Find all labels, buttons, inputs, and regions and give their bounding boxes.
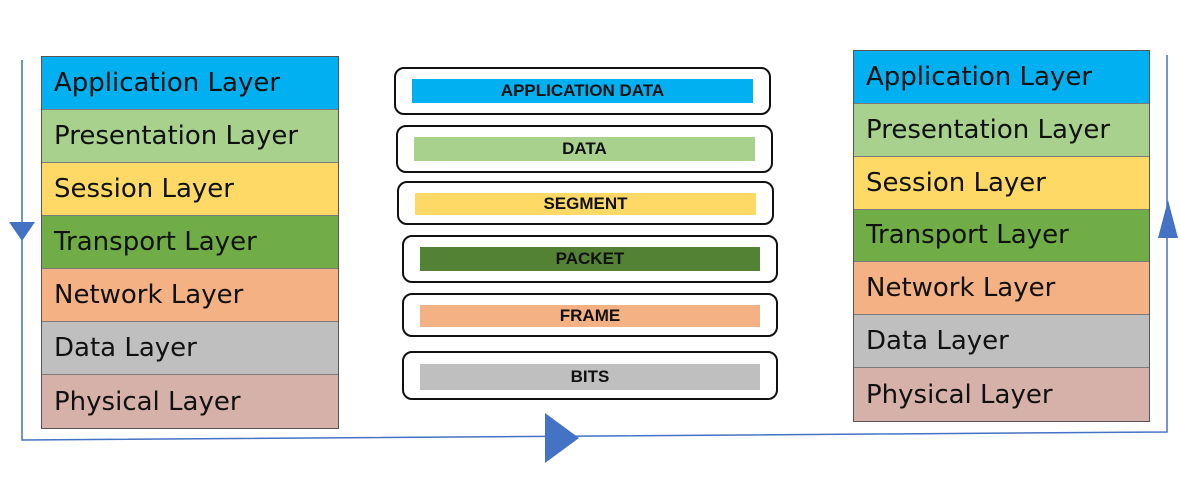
down-arrow-icon [9, 222, 35, 241]
layer-label: Transport Layer [866, 220, 1069, 251]
pdu-label: DATA [562, 139, 607, 158]
sender-layer-application: Application Layer [42, 57, 338, 110]
pdu-bits: BITS [402, 351, 778, 400]
pdu-bar: BITS [420, 364, 760, 390]
layer-label: Session Layer [866, 167, 1046, 198]
sender-layer-data: Data Layer [42, 322, 338, 375]
receiver-layer-data: Data Layer [854, 315, 1149, 369]
layer-label: Physical Layer [866, 379, 1053, 410]
pdu-frame: FRAME [402, 293, 778, 337]
pdu-packet: PACKET [402, 235, 778, 283]
pdu-bar: DATA [414, 137, 755, 161]
pdu-segment: SEGMENT [397, 181, 774, 225]
sender-layer-presentation: Presentation Layer [42, 110, 338, 163]
sender-osi-stack: Application Layer Presentation Layer Ses… [41, 56, 339, 429]
layer-label: Data Layer [54, 333, 197, 363]
receiver-layer-physical: Physical Layer [854, 368, 1149, 421]
flow-line [21, 55, 1168, 441]
pdu-application-data: APPLICATION DATA [394, 67, 771, 115]
receiver-layer-transport: Transport Layer [854, 209, 1149, 263]
layer-label: Physical Layer [54, 386, 241, 417]
receiver-layer-presentation: Presentation Layer [854, 103, 1149, 157]
right-arrow-icon [545, 413, 579, 463]
layer-label: Application Layer [54, 68, 281, 98]
sender-layer-network: Network Layer [42, 269, 338, 322]
layer-label: Transport Layer [54, 227, 257, 257]
layer-label: Network Layer [866, 273, 1056, 304]
pdu-data: DATA [396, 125, 773, 173]
receiver-layer-session: Session Layer [854, 156, 1149, 210]
sender-layer-physical: Physical Layer [42, 375, 338, 428]
layer-label: Application Layer [866, 61, 1093, 92]
pdu-bar: PACKET [420, 247, 760, 271]
receiver-layer-network: Network Layer [854, 262, 1149, 316]
layer-label: Session Layer [54, 174, 234, 204]
pdu-bar: APPLICATION DATA [412, 79, 753, 103]
pdu-label: SEGMENT [543, 194, 628, 213]
pdu-label: APPLICATION DATA [500, 81, 665, 100]
receiver-layer-application: Application Layer [854, 51, 1149, 104]
sender-layer-transport: Transport Layer [42, 216, 338, 269]
layer-label: Presentation Layer [866, 114, 1111, 145]
layer-label: Data Layer [866, 326, 1009, 357]
up-arrow-icon [1158, 200, 1178, 238]
pdu-label: PACKET [555, 249, 625, 268]
pdu-label: FRAME [559, 306, 621, 325]
pdu-bar: FRAME [420, 305, 760, 327]
pdu-label: BITS [570, 367, 610, 386]
layer-label: Network Layer [54, 280, 244, 310]
layer-label: Presentation Layer [54, 121, 299, 151]
receiver-osi-stack: Application Layer Presentation Layer Ses… [853, 50, 1150, 422]
sender-layer-session: Session Layer [42, 163, 338, 216]
pdu-bar: SEGMENT [415, 193, 756, 215]
